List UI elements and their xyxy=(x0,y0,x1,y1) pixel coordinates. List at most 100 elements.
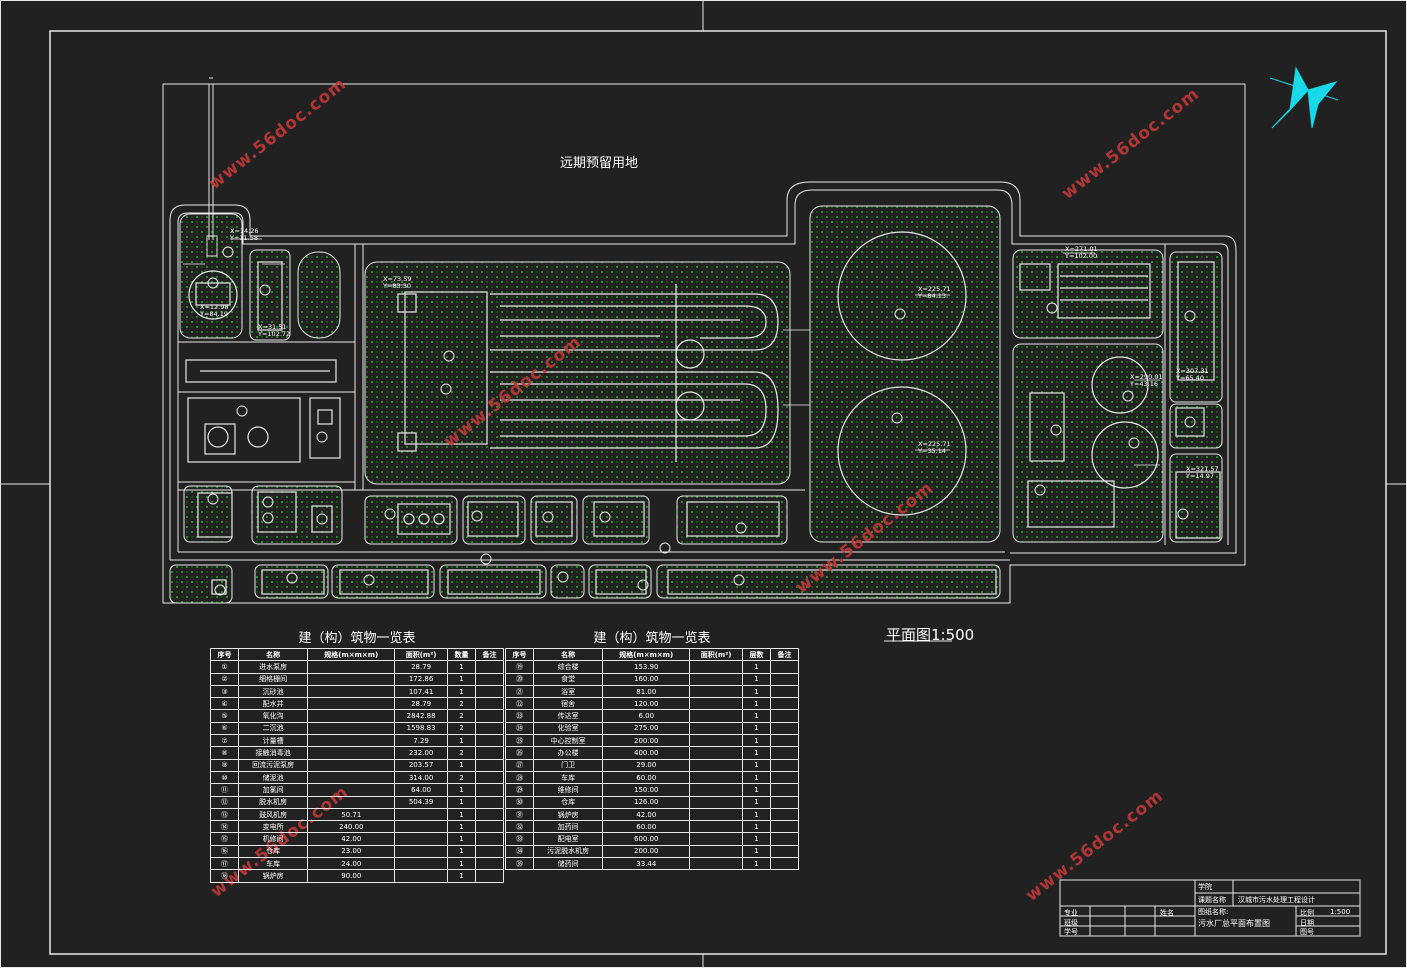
table-cell: ⑦ xyxy=(210,734,239,748)
table-cell: 1 xyxy=(446,672,476,686)
table-cell xyxy=(769,783,800,797)
table-cell: 7.29 xyxy=(394,734,448,748)
table-cell xyxy=(769,844,800,859)
table-cell: 1 xyxy=(446,795,476,809)
table-cell xyxy=(769,758,800,772)
table-cell: ㉞ xyxy=(505,844,534,859)
table-cell xyxy=(474,820,505,834)
table-cell: 1 xyxy=(446,684,476,699)
table-cell: 42.00 xyxy=(307,832,396,846)
coord-x: X=73.59 xyxy=(383,275,412,283)
future-land-label: 远期预留用地 xyxy=(560,156,639,171)
table-cell: ⑮ xyxy=(210,832,239,846)
table-cell: 接触消毒池 xyxy=(237,746,309,760)
table-header-cell: 序号 xyxy=(505,647,534,662)
table-cell: 1 xyxy=(741,844,771,859)
table-cell: 90.00 xyxy=(307,869,396,883)
coord-y: Y=35.14 xyxy=(918,447,947,455)
table-cell: 1 xyxy=(446,807,476,822)
table-cell: ⑤ xyxy=(210,709,239,723)
tb-label: 姓名 xyxy=(1160,909,1174,917)
tb-label: 专业 xyxy=(1064,909,1078,917)
table-cell: 150.00 xyxy=(602,783,691,797)
green-areas xyxy=(169,205,1223,604)
table-header-cell: 面积(m²) xyxy=(689,647,743,662)
table-cell: 1 xyxy=(741,795,771,809)
table-cell: 1 xyxy=(741,709,771,723)
table-cell: 沉砂池 xyxy=(237,684,309,699)
table-cell: 314.00 xyxy=(394,770,448,785)
tb-label: 学号 xyxy=(1064,928,1078,936)
table-cell xyxy=(474,758,505,772)
table-cell: ㉜ xyxy=(505,820,534,834)
roads xyxy=(169,181,1237,561)
table-cell: 1 xyxy=(741,734,771,748)
table-cell: 28.79 xyxy=(394,697,448,711)
table-cell: 机修间 xyxy=(237,832,309,846)
table-cell: 1 xyxy=(741,783,771,797)
tb-scale: 1:500 xyxy=(1330,908,1351,916)
table-cell xyxy=(689,697,743,711)
table-cell: ⑧ xyxy=(210,746,239,760)
coord-y: Y=84.19 xyxy=(200,310,229,318)
table-cell: ⑪ xyxy=(210,783,239,797)
table-cell: 配电室 xyxy=(532,832,604,846)
table-cell: 1 xyxy=(741,697,771,711)
table-cell: 60.00 xyxy=(602,820,691,834)
table-cell: 1 xyxy=(446,857,476,871)
table-cell: 64.00 xyxy=(394,783,448,797)
table-cell: ㉘ xyxy=(505,770,534,785)
table-header-cell: 备注 xyxy=(474,647,505,662)
table-cell: ㉚ xyxy=(505,795,534,809)
table-cell xyxy=(689,820,743,834)
table-cell: 160.00 xyxy=(602,672,691,686)
tb-label: 图纸名称: xyxy=(1198,908,1229,916)
table-cell xyxy=(474,770,505,785)
table-cell: 回流污泥泵房 xyxy=(237,758,309,772)
table-cell: 办公楼 xyxy=(532,746,604,760)
title-block: 学院 课题名称 汉城市污水处理工程设计 图纸名称: 污水厂总平面布置图 专业 班… xyxy=(1060,880,1360,936)
table-cell: 126.00 xyxy=(602,795,691,809)
table-cell xyxy=(474,709,505,723)
table-cell: ㉙ xyxy=(505,783,534,797)
table-cell xyxy=(769,820,800,834)
table-cell: 锅炉房 xyxy=(532,807,604,822)
table-header-cell: 面积(m²) xyxy=(394,647,448,662)
table-cell: ④ xyxy=(210,697,239,711)
coord-x: X=290.01 xyxy=(1130,373,1163,381)
table-cell xyxy=(474,721,505,736)
table-cell: ㉒ xyxy=(505,697,534,711)
table-cell: 氧化沟 xyxy=(237,709,309,723)
table-cell xyxy=(307,672,396,686)
table-cell: 脱水机房 xyxy=(237,795,309,809)
coord-y: Y=43.16 xyxy=(1130,380,1159,388)
table-cell: 细格栅间 xyxy=(237,672,309,686)
table-cell: 1 xyxy=(741,857,771,871)
table-cell xyxy=(769,807,800,822)
coord-x: X=225.71 xyxy=(918,285,951,293)
table-cell: 宿舍 xyxy=(532,697,604,711)
coord-y: Y=65.40 xyxy=(1176,374,1205,382)
table-cell: 2 xyxy=(446,721,476,736)
table-cell: 275.00 xyxy=(602,721,691,736)
table-cell: 600.00 xyxy=(602,832,691,846)
table-cell xyxy=(307,746,396,760)
table-header-cell: 名称 xyxy=(237,647,309,662)
coord-y: Y=11.58 xyxy=(230,234,259,242)
table-header-cell: 备注 xyxy=(769,647,800,662)
table-cell: 综合楼 xyxy=(532,660,604,674)
